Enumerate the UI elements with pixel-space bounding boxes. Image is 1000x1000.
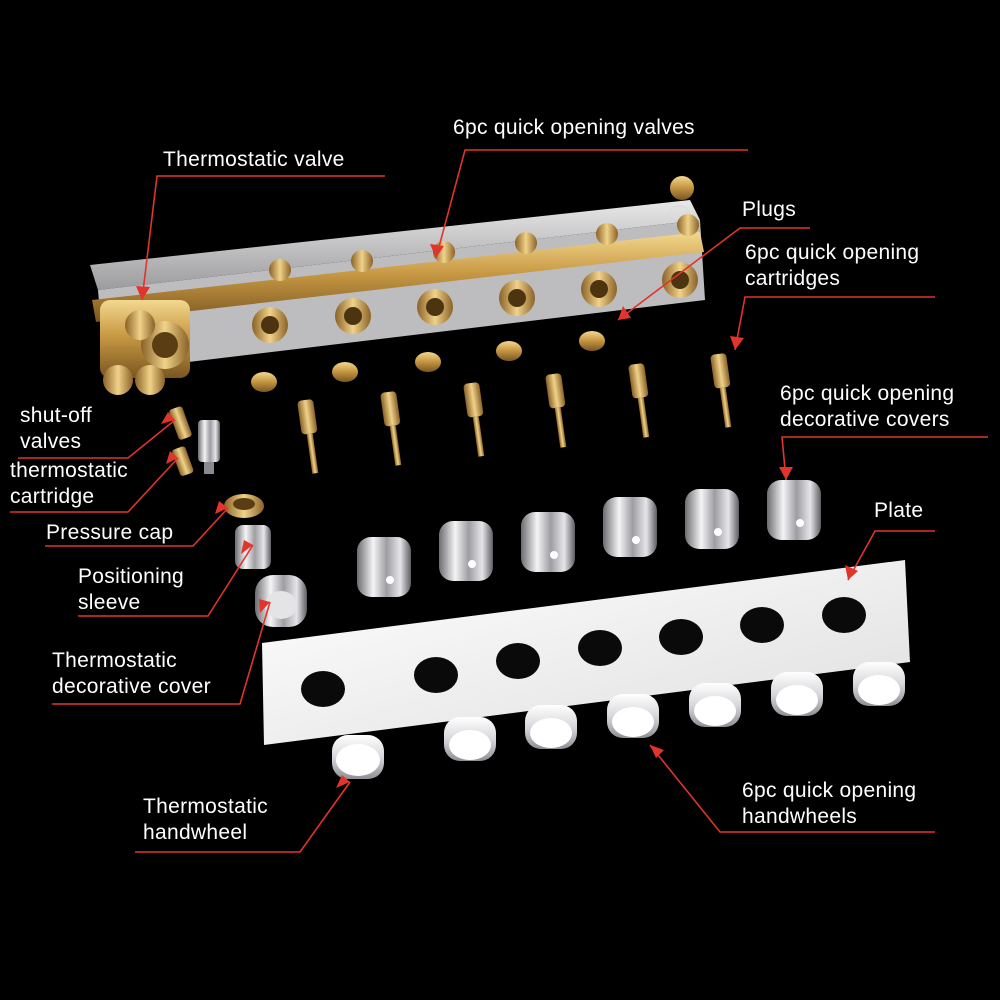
leader-pressure-cap bbox=[45, 507, 229, 547]
leader-shut-off-valves bbox=[18, 419, 176, 459]
label-thermostatic-handwheel-line-2: handwheel bbox=[143, 821, 248, 844]
label-positioning-sleeve-line-2: sleeve bbox=[78, 591, 141, 614]
thermostatic-port-hole bbox=[152, 332, 178, 358]
label-quick-opening-cartridges: 6pc quick opening cartridges bbox=[745, 240, 919, 292]
top-plug bbox=[670, 176, 694, 200]
label-positioning-sleeve: Positioning sleeve bbox=[78, 564, 184, 616]
label-thermostatic-decorative-cover-line-2: decorative cover bbox=[52, 675, 211, 698]
label-thermostatic-handwheel-line-1: Thermostatic bbox=[143, 795, 268, 818]
label-thermostatic-valve: Thermostatic valve bbox=[163, 148, 345, 171]
mounting-rail-top bbox=[90, 200, 700, 290]
thermostatic-handwheel-part bbox=[332, 735, 384, 779]
label-plate: Plate bbox=[874, 499, 924, 522]
quick-opening-handwheels bbox=[444, 662, 905, 761]
label-thermostatic-cartridge: thermostatic cartridge bbox=[10, 458, 128, 510]
leader-thermostatic-cartridge bbox=[10, 457, 179, 513]
leader-quick-opening-handwheels bbox=[649, 744, 935, 833]
label-pressure-cap: Pressure cap bbox=[46, 521, 174, 544]
o-ring bbox=[669, 205, 689, 219]
label-shut-off-valves-line-2: valves bbox=[20, 430, 82, 453]
label-shut-off-valves-line-1: shut-off bbox=[20, 404, 93, 427]
label-quick-opening-handwheels-line-1: 6pc quick opening bbox=[742, 779, 917, 802]
leader-arrowheads bbox=[136, 244, 858, 788]
plate-part bbox=[262, 560, 910, 745]
shut-off-valve-parts bbox=[169, 406, 194, 476]
leader-quick-opening-cartridges bbox=[734, 296, 935, 351]
plugs-group bbox=[251, 331, 605, 392]
pressure-cap-part bbox=[224, 494, 264, 518]
label-plugs: Plugs bbox=[742, 198, 797, 221]
outlet-port bbox=[125, 310, 155, 340]
label-thermostatic-decorative-cover: Thermostatic decorative cover bbox=[52, 648, 211, 700]
leader-lines bbox=[10, 149, 988, 853]
leader-positioning-sleeve bbox=[78, 544, 254, 617]
label-quick-opening-valves: 6pc quick opening valves bbox=[453, 116, 695, 139]
label-thermostatic-cartridge-line-1: thermostatic bbox=[10, 459, 128, 482]
label-decorative-covers-line-1: 6pc quick opening bbox=[780, 382, 955, 405]
leader-thermostatic-handwheel bbox=[135, 781, 351, 853]
label-quick-opening-handwheels: 6pc quick opening handwheels bbox=[742, 778, 916, 830]
label-thermostatic-handwheel: Thermostatic handwheel bbox=[143, 794, 268, 846]
leader-quick-opening-valves bbox=[435, 149, 748, 259]
label-quick-opening-handwheels-line-2: handwheels bbox=[742, 805, 858, 828]
thermostatic-cartridge-part bbox=[198, 420, 220, 474]
inlet-port-left bbox=[103, 365, 133, 395]
thermostatic-valve-body bbox=[90, 176, 705, 395]
brass-manifold-bar bbox=[92, 232, 704, 322]
leader-plate bbox=[847, 530, 935, 581]
quick-opening-decorative-covers bbox=[357, 480, 821, 597]
thermostatic-decorative-cover-part bbox=[255, 575, 307, 627]
inlet-port-right bbox=[135, 365, 165, 395]
label-thermostatic-cartridge-line-2: cartridge bbox=[10, 485, 95, 508]
valve-ports bbox=[252, 214, 699, 343]
leader-plugs bbox=[617, 227, 810, 321]
label-thermostatic-decorative-cover-line-1: Thermostatic bbox=[52, 649, 177, 672]
positioning-sleeve-part bbox=[235, 525, 271, 569]
label-decorative-covers-line-2: decorative covers bbox=[780, 408, 950, 431]
label-positioning-sleeve-line-1: Positioning bbox=[78, 565, 185, 588]
label-quick-opening-decorative-covers: 6pc quick opening decorative covers bbox=[780, 381, 954, 433]
quick-opening-cartridges bbox=[297, 353, 732, 474]
label-quick-opening-cartridges-line-2: cartridges bbox=[745, 267, 841, 290]
leader-thermostatic-decorative-cover bbox=[52, 601, 271, 705]
leader-thermostatic-valve bbox=[141, 175, 385, 301]
label-quick-opening-cartridges-line-1: 6pc quick opening bbox=[745, 241, 920, 264]
label-shut-off-valves: shut-off valves bbox=[20, 403, 92, 455]
leader-decorative-covers bbox=[781, 436, 988, 481]
